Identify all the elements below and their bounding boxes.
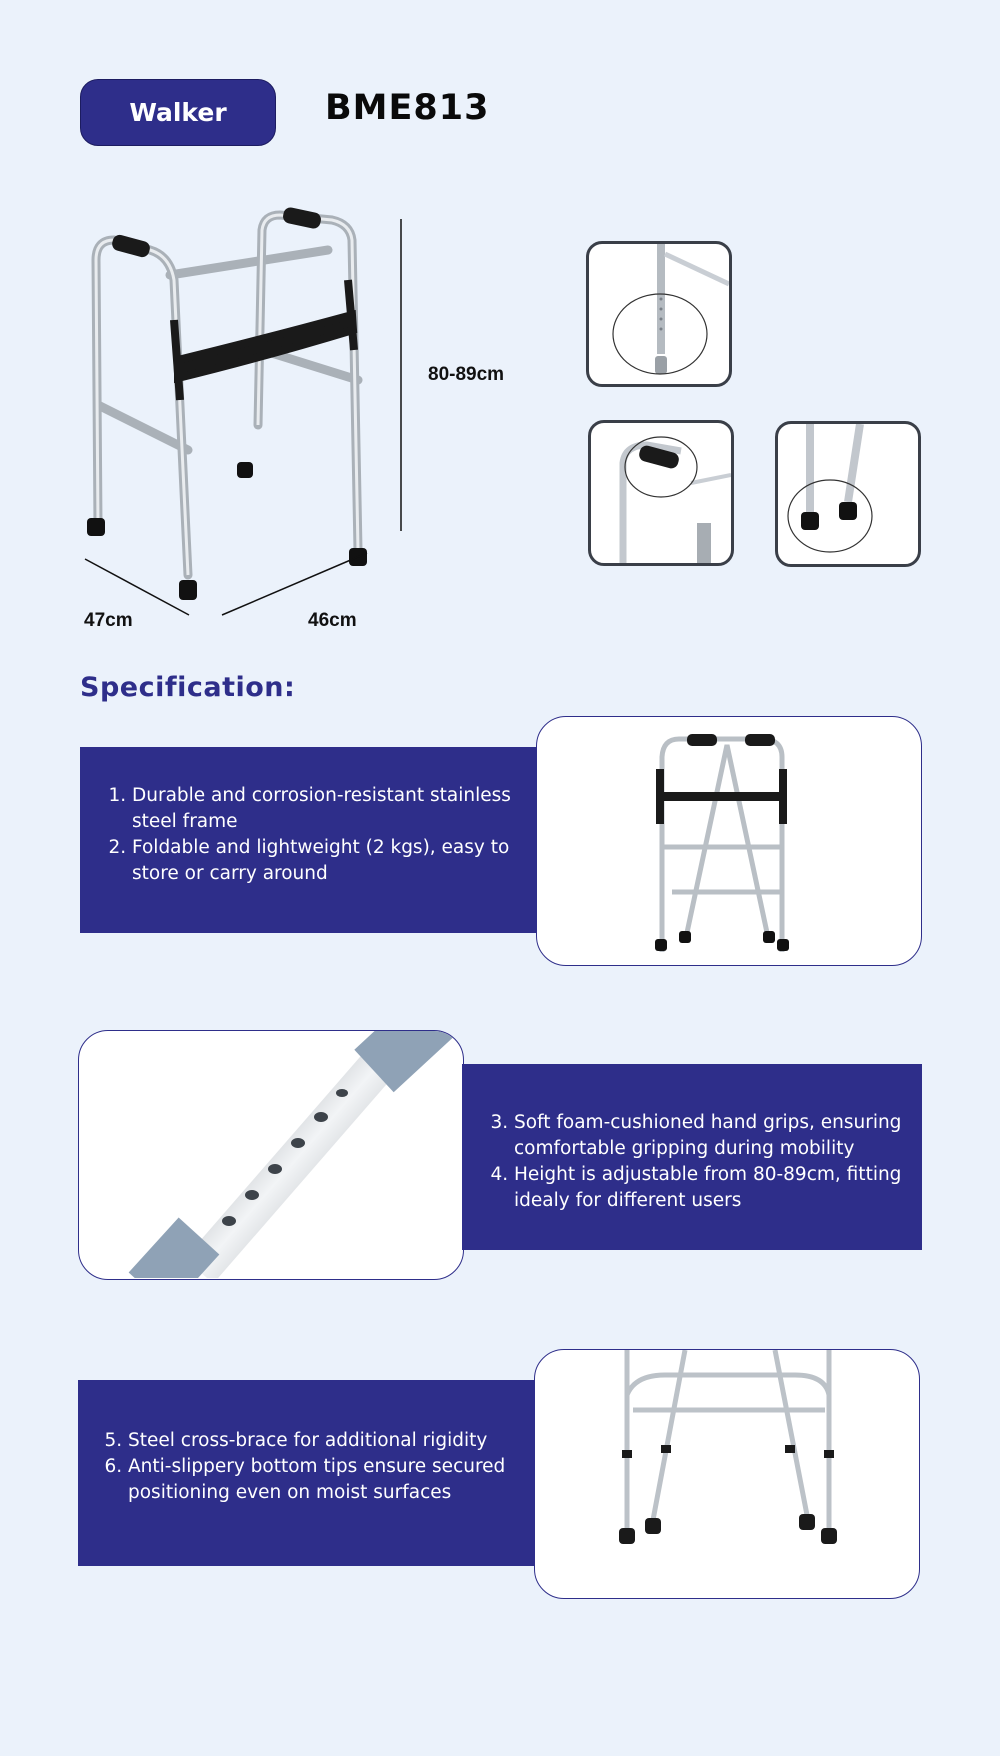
spec-band-1: Durable and corrosion-resistant stainles… [80,747,540,933]
specification-heading: Specification: [80,672,296,703]
feature-item: Steel cross-brace for additional rigidit… [128,1428,518,1454]
spec-band-2: Soft foam-cushioned hand grips, ensuring… [462,1064,922,1250]
category-label: Walker [129,98,227,127]
walker-front-photo [536,716,922,966]
spec-band-3: Steel cross-brace for additional rigidit… [78,1380,538,1566]
feature-item: Soft foam-cushioned hand grips, ensuring… [514,1110,902,1162]
cross-brace-photo [534,1349,920,1599]
feature-item: Durable and corrosion-resistant stainles… [132,783,520,835]
detail-height-adjust [586,241,732,387]
feature-list-3: Steel cross-brace for additional rigidit… [78,1380,538,1506]
feature-item: Foldable and lightweight (2 kgs), easy t… [132,835,520,887]
height-adjust-photo [78,1030,464,1280]
model-number: BME813 [325,88,490,128]
dimension-lines [84,219,402,616]
walker-main-image [87,207,367,600]
category-badge: Walker [80,79,276,146]
feature-list-1: Durable and corrosion-resistant stainles… [80,747,540,887]
height-dimension: 80-89cm [428,364,505,385]
feature-item: Height is adjustable from 80-89cm, fitti… [514,1162,902,1214]
depth-dimension: 47cm [84,610,133,631]
detail-feet [775,421,921,567]
feature-item: Anti-slippery bottom tips ensure secured… [128,1454,518,1506]
feature-list-2: Soft foam-cushioned hand grips, ensuring… [462,1064,922,1214]
detail-grip [588,420,734,566]
width-dimension: 46cm [308,610,357,631]
